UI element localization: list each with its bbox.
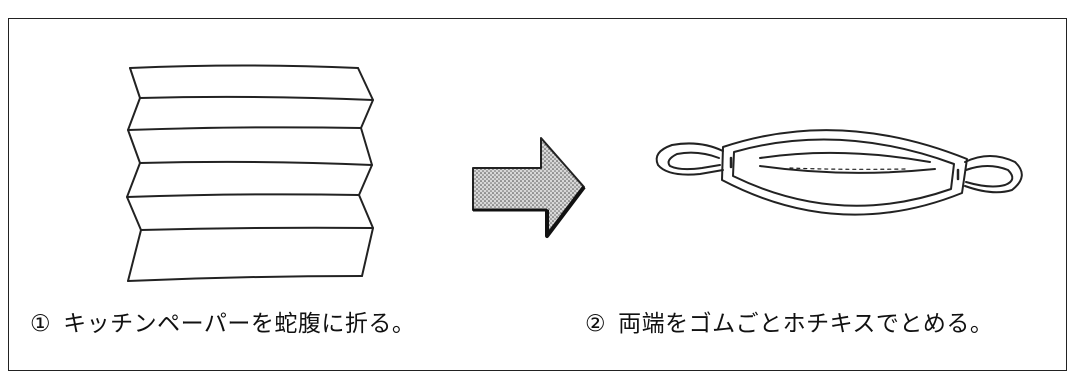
step-1-number: ① xyxy=(30,311,52,337)
diagram-frame xyxy=(8,18,1067,371)
mask-icon xyxy=(655,129,1023,216)
step-1-caption: ① キッチンペーパーを蛇腹に折る。 xyxy=(30,309,415,339)
step-2-number: ② xyxy=(585,311,607,337)
step-1-text: キッチンペーパーを蛇腹に折る。 xyxy=(63,311,416,337)
right-arrow-icon xyxy=(472,137,586,238)
step-2-text: 両端をゴムごとホチキスでとめる。 xyxy=(618,311,994,337)
step-2-caption: ② 両端をゴムごとホチキスでとめる。 xyxy=(585,309,993,339)
folded-paper-icon xyxy=(126,64,374,282)
